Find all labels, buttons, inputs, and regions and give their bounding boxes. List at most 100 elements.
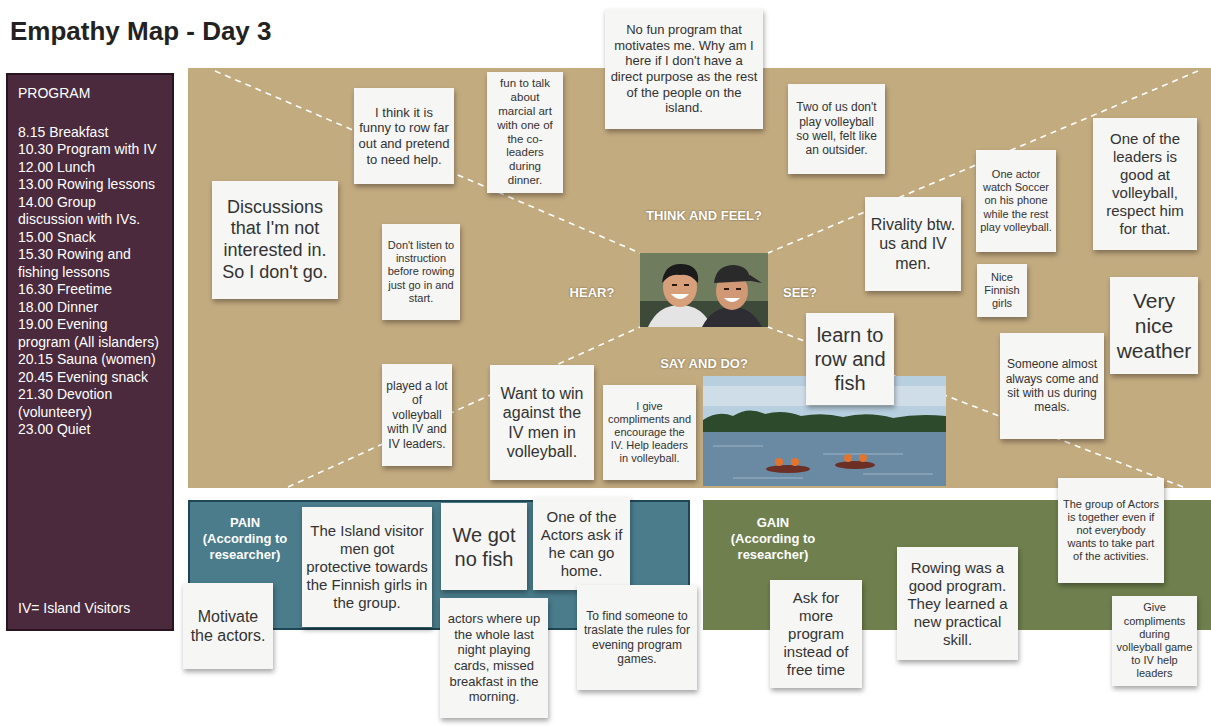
smile (671, 294, 689, 299)
quadrant-label: SEE? (783, 285, 817, 300)
schedule-line: 19.00 Evening program (All islanders) (18, 316, 162, 351)
divider-line (768, 71, 1198, 253)
note-text: actors where up the whole last night pla… (444, 611, 544, 705)
sticky-note: learn to row and fish (806, 313, 894, 405)
note-text: The group of Actors is together even if … (1062, 498, 1160, 564)
rower (775, 458, 783, 466)
schedule-line: 15.30 Rowing and fishing lessons (18, 246, 162, 281)
note-text: Two of us don't play volleyball so well,… (792, 100, 881, 158)
rower (791, 458, 799, 466)
tree-line (703, 410, 946, 434)
schedule-line: 16.30 Freetime (18, 281, 162, 299)
schedule-line: 14.00 Group discussion with IVs. (18, 194, 162, 229)
sticky-note: actors where up the whole last night pla… (440, 598, 548, 718)
quadrant-label: SAY AND DO? (660, 356, 748, 371)
abbreviation-note: IV= Island Visitors (18, 600, 130, 618)
note-text: Discussions that I'm not interested in. … (216, 197, 334, 283)
quadrant-dividers (215, 71, 1198, 487)
sticky-note: Someone almost always come and sit with … (1000, 333, 1104, 439)
map-title: Empathy Map - Day 3 (10, 16, 272, 47)
water (703, 432, 946, 486)
photo-background (640, 253, 768, 327)
note-text: Ask for more program instead of free tim… (774, 589, 858, 679)
zone-heading: (According to researcher) (192, 531, 298, 563)
rower (844, 454, 852, 462)
panel-heading: PROGRAM (18, 85, 162, 103)
empathy-quadrant-area: THINK AND FEEL? HEAR? SEE? SAY AND DO? Discu… (188, 68, 1211, 488)
note-text: Give compliments during volleyball game … (1116, 601, 1193, 680)
sticky-note: I think it is funny to row far out and p… (354, 88, 454, 184)
sticky-note: Rowing was a good program. They learned … (897, 547, 1018, 660)
hair (662, 264, 698, 283)
note-text: Motivate the actors. (187, 607, 269, 645)
zone-heading: PAIN (192, 515, 298, 531)
cap (714, 265, 750, 283)
water-ripples (713, 446, 933, 478)
sticky-note: Very nice weather (1110, 277, 1198, 374)
boat (835, 461, 875, 469)
schedule-line: 13.00 Rowing lessons (18, 176, 162, 194)
cap-brim (740, 275, 762, 283)
sticky-note: We got no fish (441, 503, 527, 590)
zone-heading: (According to researcher) (720, 531, 826, 563)
schedule-line: 10.30 Program with IV (18, 141, 162, 159)
sticky-note: Give compliments during volleyball game … (1112, 596, 1197, 686)
sticky-note: Rivality btw. us and IV men. (865, 197, 961, 291)
note-text: I give compliments and encourage the IV.… (607, 400, 692, 466)
note-text: We got no fish (445, 523, 523, 571)
sticky-note: No fun program that motivates me. Why am… (605, 9, 763, 129)
smile (724, 298, 740, 302)
sticky-note: The Island visitor men got protective to… (302, 507, 432, 627)
zone-heading: GAIN (720, 515, 826, 531)
schedule-line: 15.00 Snack (18, 229, 162, 247)
sticky-note: To find someone to traslate the rules fo… (577, 585, 697, 690)
note-text: Don't listen to instruction before rowin… (386, 239, 456, 305)
persona-photo (640, 253, 768, 327)
quadrant-label: THINK AND FEEL? (646, 208, 762, 223)
schedule-line: 8.15 Breakfast (18, 124, 162, 142)
sticky-note: Ask for more program instead of free tim… (770, 580, 862, 688)
note-text: I think it is funny to row far out and p… (358, 105, 450, 167)
photo-ground (640, 301, 768, 327)
sticky-note: Motivate the actors. (183, 583, 273, 669)
schedule-line: 18.00 Dinner (18, 299, 162, 317)
note-text: Very nice weather (1114, 288, 1194, 364)
schedule-line: 21.30 Devotion (volunteery) (18, 386, 162, 421)
sticky-note: Two of us don't play volleyball so well,… (788, 84, 885, 174)
note-text: Rowing was a good program. They learned … (901, 559, 1014, 649)
sticky-note: Don't listen to instruction before rowin… (382, 224, 460, 320)
program-panel: PROGRAM 8.15 Breakfast10.30 Program with … (6, 73, 174, 631)
sticky-note: One of the Actors ask if he can go home. (533, 497, 630, 590)
eye (684, 284, 689, 286)
sticky-note: fun to talk about marcial art with one o… (487, 72, 563, 193)
sticky-note: Nice Finnish girls (977, 264, 1027, 317)
boat (766, 465, 810, 473)
eye (724, 288, 729, 290)
note-text: One of the Actors ask if he can go home. (537, 508, 626, 580)
schedule-line: 23.00 Quiet (18, 421, 162, 439)
sticky-note: One of the leaders is good at volleyball… (1093, 118, 1197, 250)
sticky-note: Want to win against the IV men in volley… (490, 365, 594, 480)
note-text: One actor watch Soccer on his phone whil… (980, 168, 1052, 234)
schedule-line: 12.00 Lunch (18, 159, 162, 177)
note-text: The Island visitor men got protective to… (306, 522, 428, 612)
note-text: One of the leaders is good at volleyball… (1097, 130, 1193, 238)
sticky-note: Discussions that I'm not interested in. … (212, 181, 338, 299)
note-text: Nice Finnish girls (981, 271, 1023, 311)
quadrant-label: HEAR? (570, 285, 615, 300)
note-text: fun to talk about marcial art with one o… (491, 77, 559, 187)
note-text: learn to row and fish (810, 323, 890, 395)
sticky-note: I give compliments and encourage the IV.… (603, 385, 696, 480)
eye (672, 284, 677, 286)
divider-line (288, 327, 640, 487)
eye (736, 288, 741, 290)
schedule-line: 20.45 Evening snack (18, 369, 162, 387)
schedule-line: 20.15 Sauna (women) (18, 351, 162, 369)
note-text: played a lot of volleyball with IV and I… (386, 379, 448, 451)
note-text: Someone almost always come and sit with … (1004, 357, 1100, 415)
shirt (648, 305, 712, 327)
rower (859, 454, 867, 462)
note-text: To find someone to traslate the rules fo… (581, 609, 693, 667)
note-text: Want to win against the IV men in volley… (494, 384, 590, 461)
